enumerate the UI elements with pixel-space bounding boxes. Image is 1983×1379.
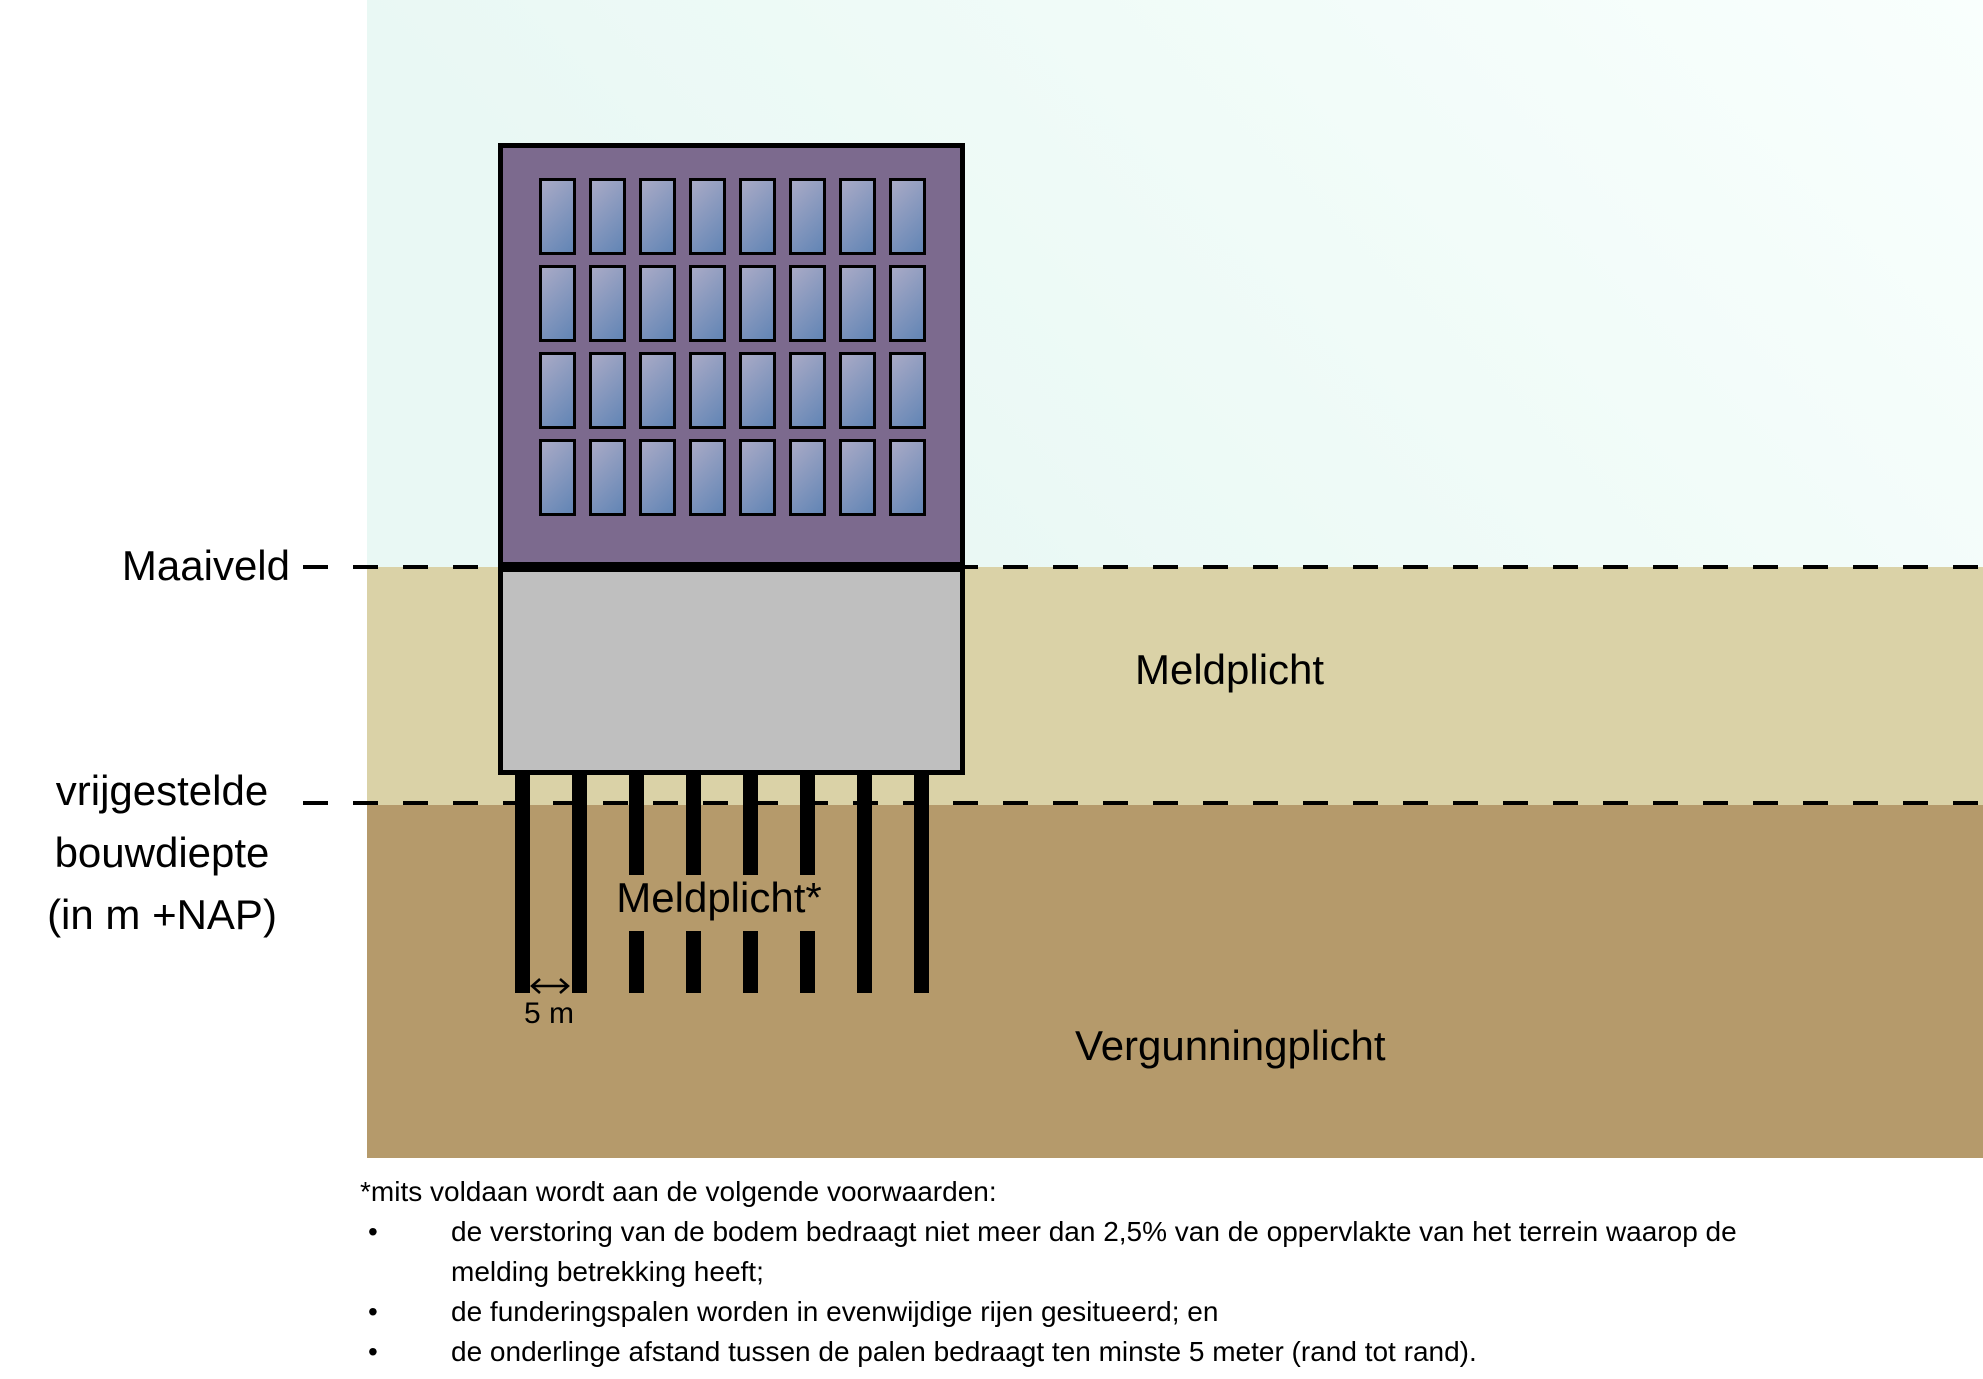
building-window [889,178,926,255]
footnote-items: • de verstoring van de bodem bedraagt nie… [360,1212,1737,1372]
vergunningplicht-zone-label: Vergunningplicht [1075,1022,1386,1069]
building-window [739,352,776,429]
footnote-intro-text: *mits voldaan wordt aan de volgende voor… [360,1176,997,1207]
building-window [589,265,626,342]
foundation-pile [629,775,644,875]
building-window [789,352,826,429]
footnote-item-line: • de funderingspalen worden in evenwijdig… [360,1292,1737,1332]
building-window [739,439,776,516]
footnote-text: melding betrekking heeft; [451,1256,764,1287]
foundation-pile [743,931,758,993]
building-window [839,352,876,429]
vergunningplicht-soil-zone [367,805,1983,1158]
building-windows-grid [503,148,960,516]
building-window [589,178,626,255]
footnote-block: *mits voldaan wordt aan de volgende voor… [360,1172,1737,1372]
pile-spacing-label: 5 m [524,997,575,1030]
building-window [739,178,776,255]
building-window [839,439,876,516]
footnote-item-line: • de onderlinge afstand tussen de palen b… [360,1332,1737,1372]
building-window [839,178,876,255]
building-window [639,265,676,342]
footnote-text: de verstoring van de bodem bedraagt niet… [451,1216,1737,1247]
foundation-pile [743,775,758,875]
building-window [639,352,676,429]
foundation-pile [800,931,815,993]
building-window [539,352,576,429]
foundation-pile [914,775,929,993]
building-window [589,439,626,516]
building-window [539,439,576,516]
building-window [589,352,626,429]
footnote-text: de onderlinge afstand tussen de palen be… [451,1336,1477,1367]
building-window [539,178,576,255]
building-window [789,265,826,342]
footnote-intro-row: *mits voldaan wordt aan de volgende voor… [360,1172,1737,1212]
foundation-pile [686,775,701,875]
building-window [689,439,726,516]
foundation-pile [572,775,587,993]
vrijgestelde-bouwdiepte-dashed-line [303,801,1983,805]
maaiveld-label: Maaiveld [121,542,290,589]
depth-label-line1: vrijgestelde [55,767,269,814]
building-window [889,265,926,342]
building-window [789,439,826,516]
building-window [639,439,676,516]
building-window [889,352,926,429]
building-window [689,352,726,429]
building-window [789,178,826,255]
meldplicht-piles-label: Meldplicht* [616,874,822,921]
meldplicht-zone-label: Meldplicht [1135,646,1325,693]
building-window [739,265,776,342]
bullet-icon: • [368,1216,378,1247]
bullet-icon [360,1252,451,1292]
foundation-pile [515,775,530,993]
building [498,143,965,567]
foundation-pile [686,931,701,993]
footnote-item-line: • de verstoring van de bodem bedraagt nie… [360,1212,1737,1252]
depth-label-line3: (in m +NAP) [47,891,277,938]
foundation-pile [857,775,872,993]
building-window [889,439,926,516]
bullet-icon: • [368,1296,378,1327]
foundation-pile [629,931,644,993]
building-window [639,178,676,255]
depth-label-line2: bouwdiepte [54,829,270,876]
spacing-arrow-icon [530,978,570,994]
building-window [689,265,726,342]
foundation-block [498,567,965,775]
building-window [539,265,576,342]
vrijgestelde-bouwdiepte-label: vrijgestelde bouwdiepte (in m +NAP) [28,760,296,946]
foundation-pile [800,775,815,875]
footnote-text: de funderingspalen worden in evenwijdige… [451,1296,1219,1327]
maaiveld-dashed-line [303,565,1983,569]
building-window [839,265,876,342]
building-window [689,178,726,255]
bullet-icon: • [368,1336,378,1367]
footnote-item-line: melding betrekking heeft; [360,1252,1737,1292]
